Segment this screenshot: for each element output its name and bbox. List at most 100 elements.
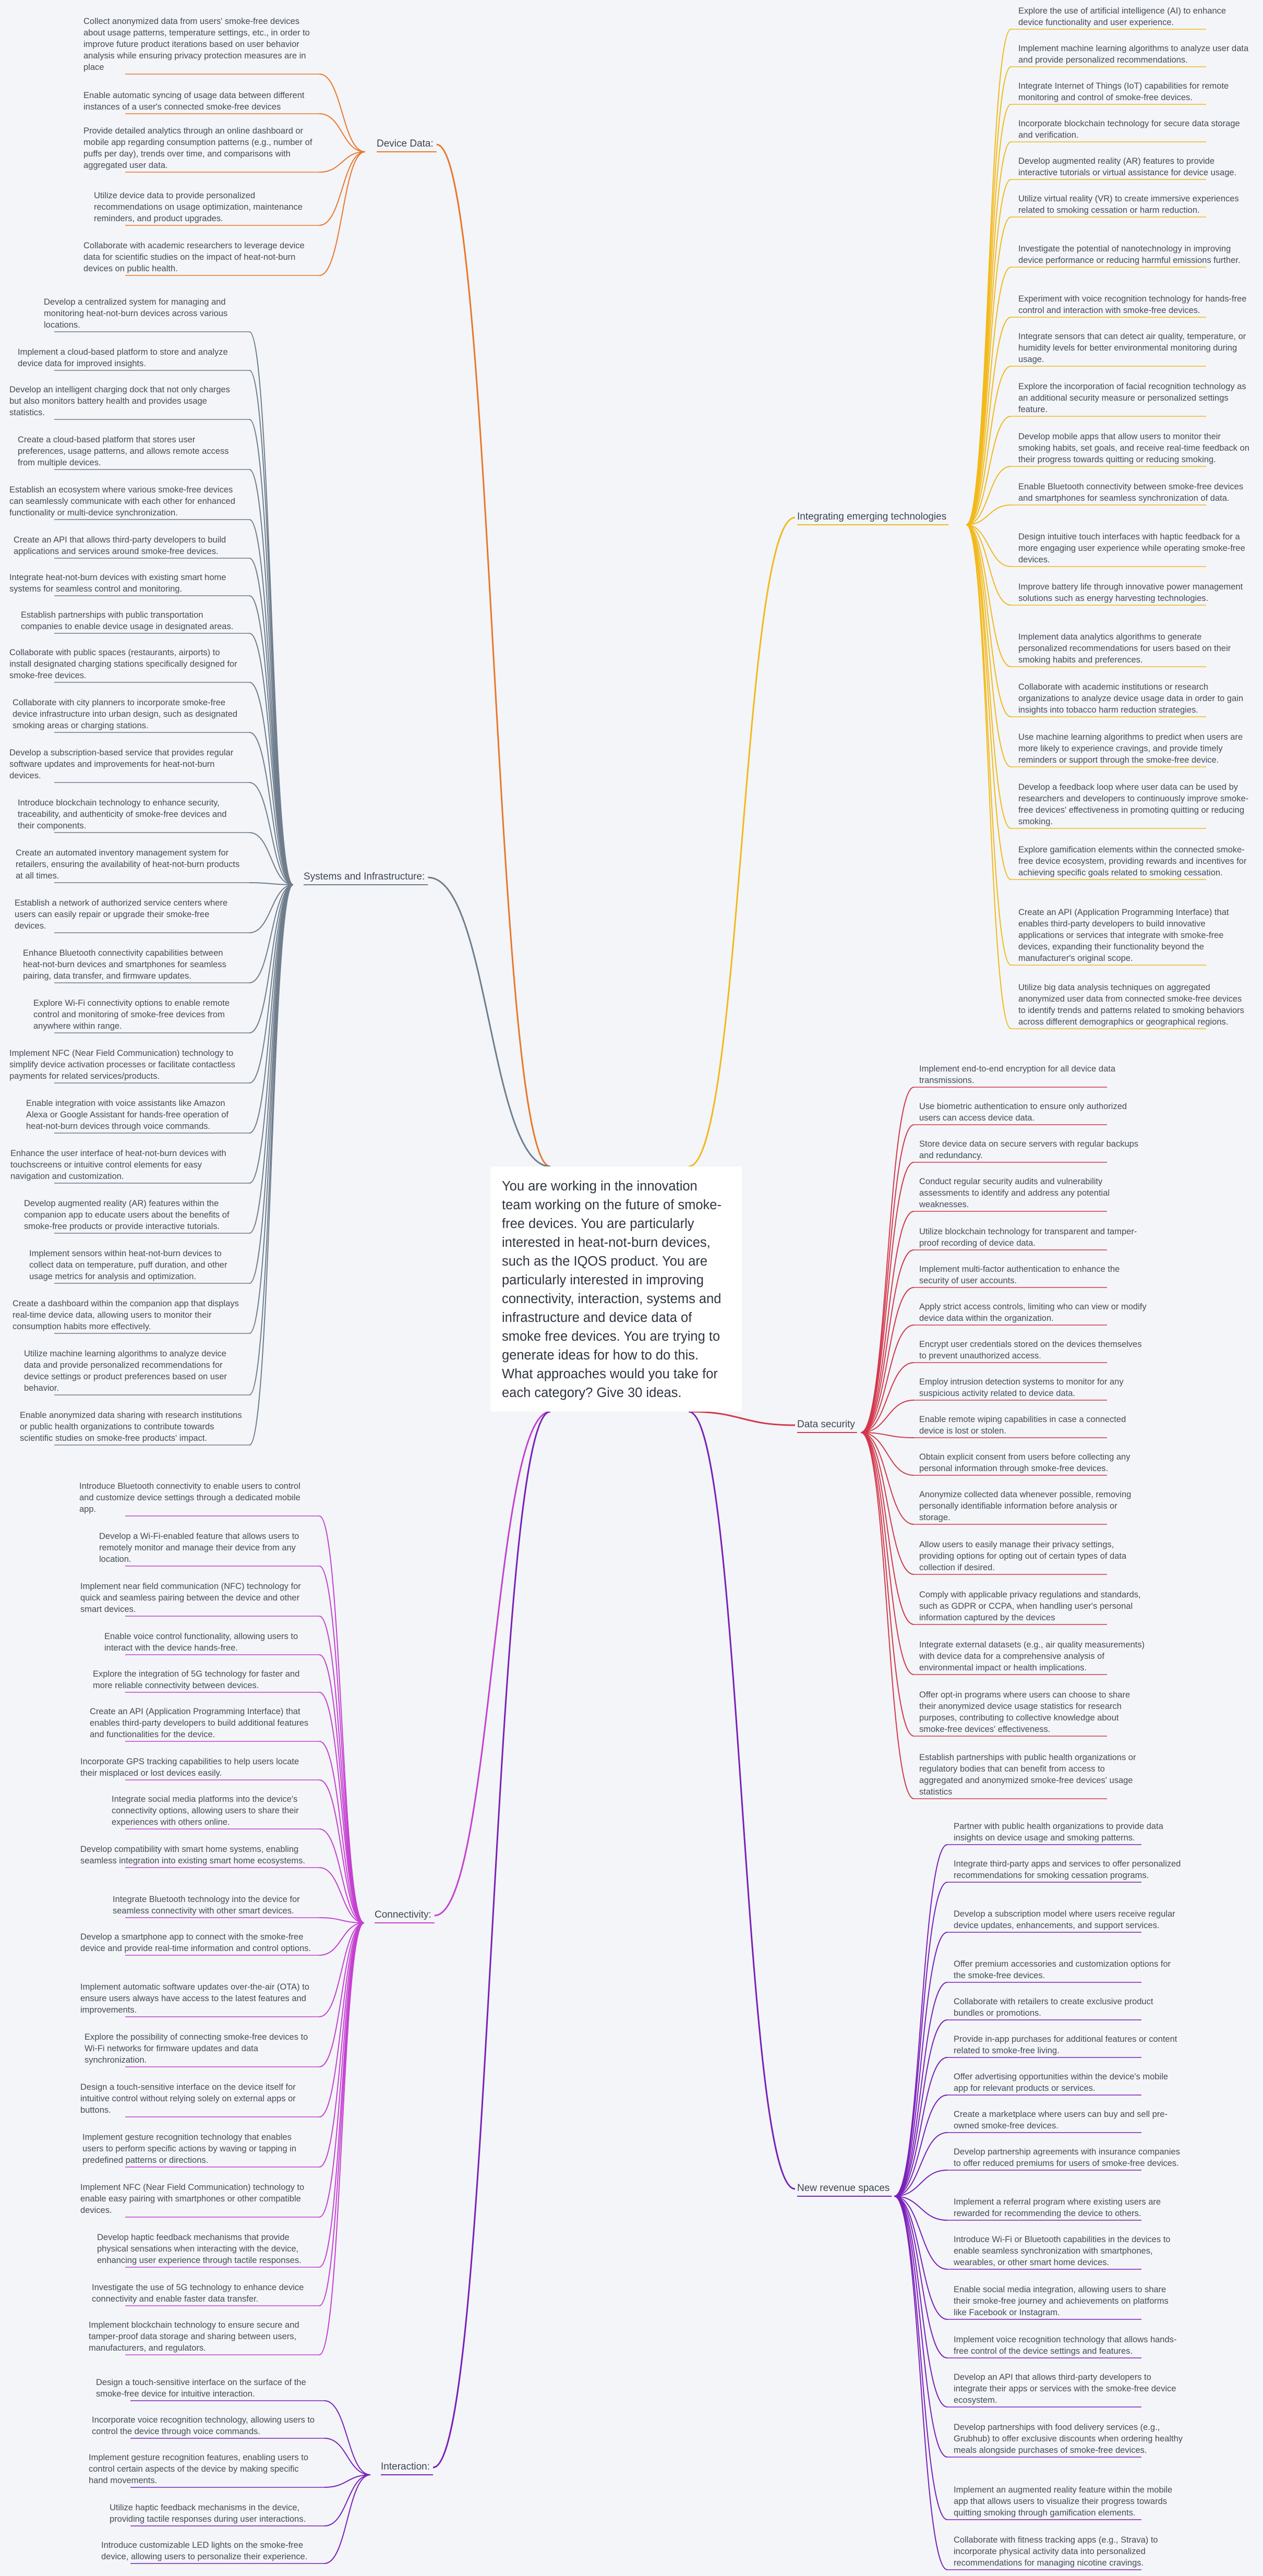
- idea-node-systems: Create an API that allows third-party de…: [14, 535, 226, 556]
- idea-connector: [894, 2094, 948, 2197]
- idea-connector: [894, 2196, 948, 2570]
- idea-connector: [966, 366, 1012, 525]
- idea-connector: [894, 1844, 948, 2197]
- idea-node-revenue: Enable social media integration, allowin…: [954, 2285, 1169, 2317]
- idea-node-interaction: Design a touch-sensitive interface on th…: [96, 2378, 306, 2399]
- idea-node-connectivity: Enable voice control functionality, allo…: [104, 1632, 298, 1653]
- idea-connector: [249, 682, 294, 885]
- idea-node-revenue: Integrate third-party apps and services …: [954, 1859, 1181, 1880]
- idea-connector: [894, 2196, 948, 2408]
- idea-connector: [860, 1362, 915, 1433]
- branch-connector-security: [688, 1411, 796, 1426]
- idea-connector: [860, 1432, 915, 1575]
- idea-node-connectivity: Explore the integration of 5G technology…: [93, 1669, 300, 1690]
- idea-node-security: Enable remote wiping capabilities in cas…: [919, 1415, 1126, 1436]
- idea-connector: [966, 524, 1012, 829]
- idea-connector: [319, 1922, 365, 2306]
- idea-node-revenue: Offer advertising opportunities within t…: [954, 2072, 1168, 2093]
- idea-node-interaction: Incorporate voice recognition technology…: [92, 2415, 315, 2436]
- idea-node-security: Implement multi-factor authentication to…: [919, 1265, 1120, 1285]
- idea-connector: [249, 884, 294, 983]
- idea-node-emerging: Explore the incorporation of facial reco…: [1018, 382, 1246, 414]
- idea-connector: [966, 524, 1012, 606]
- idea-node-security: Employ intrusion detection systems to mo…: [919, 1377, 1124, 1398]
- idea-connector: [319, 1922, 365, 2355]
- idea-node-revenue: Collaborate with retailers to create exc…: [954, 1997, 1153, 2018]
- branch-label-revenue: New revenue spaces: [797, 2183, 890, 2194]
- idea-connector: [249, 633, 294, 885]
- idea-connector: [894, 1982, 948, 2197]
- idea-connector: [249, 884, 294, 1446]
- idea-connector: [860, 1432, 915, 1625]
- idea-node-device-data: Collect anonymized data from users' smok…: [83, 17, 310, 72]
- idea-node-systems: Enhance Bluetooth connectivity capabilit…: [23, 948, 226, 981]
- idea-connector: [249, 519, 294, 885]
- idea-connector: [319, 151, 366, 226]
- idea-node-revenue: Collaborate with fitness tracking apps (…: [954, 2535, 1158, 2568]
- idea-connector: [860, 1432, 915, 1799]
- idea-node-systems: Implement NFC (Near Field Communication)…: [9, 1049, 235, 1081]
- idea-connector: [966, 104, 1012, 525]
- idea-connector: [249, 832, 294, 885]
- idea-node-interaction: Utilize haptic feedback mechanisms in th…: [110, 2503, 306, 2524]
- idea-connector: [966, 466, 1012, 525]
- idea-connector: [319, 1922, 365, 2117]
- idea-connector: [894, 1932, 948, 2197]
- idea-connector: [249, 884, 294, 1084]
- idea-connector: [319, 1692, 365, 1923]
- idea-node-connectivity: Explore the possibility of connecting sm…: [85, 2032, 308, 2065]
- idea-connector: [966, 524, 1012, 667]
- idea-node-systems: Establish partnerships with public trans…: [21, 610, 234, 631]
- idea-connector: [324, 2474, 371, 2488]
- idea-node-emerging: Improve battery life through innovative …: [1018, 582, 1243, 603]
- branch-connector-device-data: [436, 143, 551, 1167]
- idea-node-systems: Enable integration with voice assistants…: [26, 1099, 228, 1131]
- idea-node-security: Encrypt user credentials stored on the d…: [919, 1340, 1142, 1361]
- idea-connector: [966, 216, 1012, 525]
- idea-connector: [860, 1432, 915, 1737]
- idea-node-security: Anonymize collected data whenever possib…: [919, 1490, 1132, 1522]
- idea-node-revenue: Develop an API that allows third-party d…: [954, 2373, 1176, 2405]
- idea-node-connectivity: Introduce Bluetooth connectivity to enab…: [79, 1482, 300, 1514]
- idea-connector: [249, 595, 294, 885]
- branch-connector-connectivity: [434, 1411, 551, 1917]
- idea-connector: [319, 113, 366, 152]
- idea-node-security: Store device data on secure servers with…: [919, 1139, 1139, 1160]
- idea-connector: [894, 1882, 948, 2197]
- idea-node-emerging: Implement data analytics algorithms to g…: [1018, 632, 1231, 665]
- idea-node-connectivity: Integrate social media platforms into th…: [112, 1795, 299, 1827]
- idea-connector: [966, 524, 1012, 767]
- idea-connector: [249, 469, 294, 885]
- idea-connector: [249, 331, 294, 885]
- idea-node-emerging: Develop augmented reality (AR) features …: [1018, 157, 1237, 177]
- idea-node-systems: Utilize machine learning algorithms to a…: [24, 1349, 227, 1393]
- branch-connector-interaction: [432, 1411, 551, 2469]
- idea-node-revenue: Create a marketplace where users can buy…: [954, 2110, 1168, 2130]
- idea-connector: [249, 884, 294, 1234]
- idea-node-device-data: Provide detailed analytics through an on…: [83, 126, 312, 170]
- idea-node-connectivity: Investigate the use of 5G technology to …: [92, 2283, 304, 2304]
- idea-node-device-data: Collaborate with academic researchers to…: [83, 241, 305, 273]
- idea-node-systems: Introduce blockchain technology to enhan…: [18, 798, 227, 830]
- idea-connector: [966, 267, 1012, 525]
- idea-node-security: Establish partnerships with public healt…: [919, 1753, 1136, 1797]
- idea-node-emerging: Collaborate with academic institutions o…: [1018, 682, 1244, 715]
- idea-connector: [860, 1432, 915, 1438]
- idea-node-revenue: Implement a referral program where exist…: [954, 2197, 1161, 2218]
- idea-node-interaction: Implement gesture recognition features, …: [89, 2453, 308, 2485]
- idea-node-systems: Develop a subscription-based service tha…: [9, 748, 234, 780]
- idea-node-device-data: Enable automatic syncing of usage data b…: [83, 91, 305, 112]
- branch-label-emerging: Integrating emerging technologies: [797, 511, 947, 522]
- idea-connector: [894, 2196, 948, 2458]
- idea-connector: [894, 2196, 948, 2520]
- central-prompt-text: You are working in the innovation team w…: [502, 1179, 721, 1400]
- idea-node-connectivity: Incorporate GPS tracking capabilities to…: [80, 1757, 299, 1778]
- branch-label-systems: Systems and Infrastructure:: [304, 871, 425, 882]
- idea-node-connectivity: Develop compatibility with smart home sy…: [80, 1845, 306, 1865]
- idea-connector: [319, 1922, 365, 1956]
- idea-node-connectivity: Create an API (Application Programming I…: [90, 1707, 309, 1739]
- idea-node-emerging: Utilize virtual reality (VR) to create i…: [1018, 194, 1239, 215]
- idea-connector: [249, 884, 294, 1334]
- idea-connector: [319, 151, 366, 173]
- idea-node-revenue: Develop a subscription model where users…: [954, 1909, 1175, 1930]
